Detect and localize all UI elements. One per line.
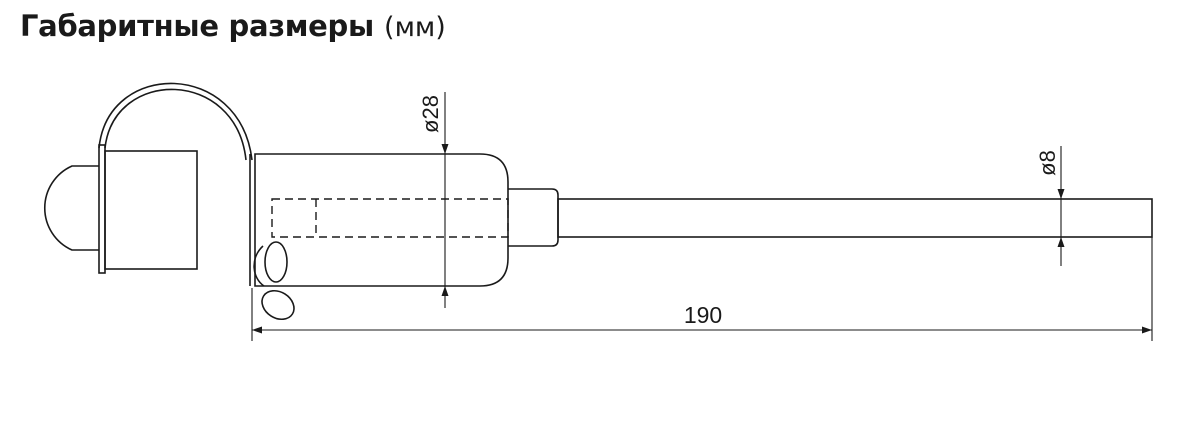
cap-dome bbox=[44, 165, 99, 251]
title-main: Габаритные размеры bbox=[20, 9, 374, 43]
dim-probe-diameter-label: ø8 bbox=[1035, 150, 1060, 176]
tether-clip bbox=[261, 289, 295, 321]
internal-sensor-hidden bbox=[271, 198, 509, 238]
title-unit: (мм) bbox=[384, 12, 446, 43]
sensor-body bbox=[254, 153, 509, 287]
dim-length-label: 190 bbox=[684, 302, 722, 328]
sensor-neck bbox=[508, 188, 559, 247]
tether-ring bbox=[264, 241, 288, 283]
tether-cord bbox=[98, 82, 253, 161]
probe-rod bbox=[557, 198, 1153, 238]
tether-cord-inner bbox=[104, 88, 247, 161]
dim-body-diameter-label: ø28 bbox=[418, 95, 443, 133]
page-title: Габаритные размеры (мм) bbox=[20, 4, 446, 50]
cap-flange bbox=[98, 144, 106, 274]
tether-loop bbox=[253, 245, 265, 287]
cap-sleeve bbox=[104, 150, 198, 270]
